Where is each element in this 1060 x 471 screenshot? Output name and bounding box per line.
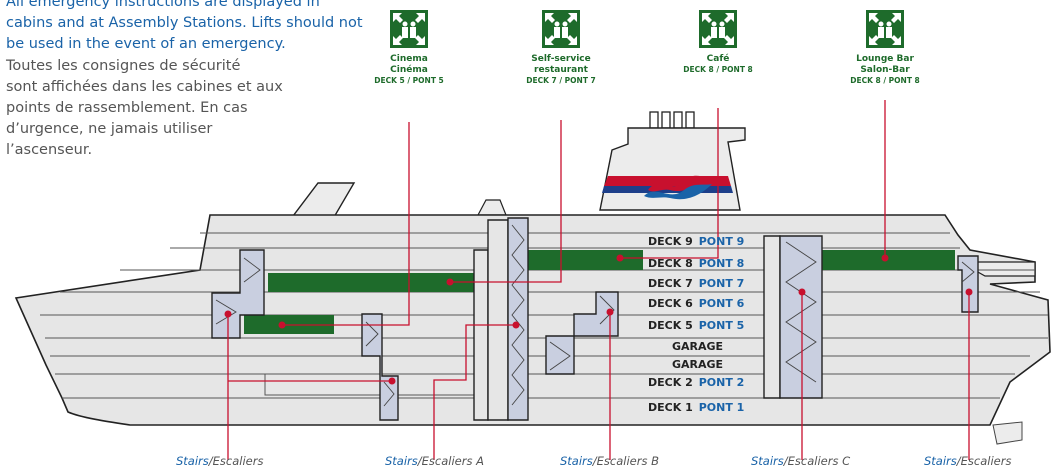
stairs-label-c: Stairs/Escaliers C xyxy=(751,454,850,468)
stairwell-main-flight xyxy=(507,217,529,421)
assembly-point-cafe: Café DECK 8 / PONT 8 xyxy=(643,10,793,75)
instructions-french-line: Toutes les consignes de sécurité xyxy=(6,58,241,74)
stairs-en: Stairs xyxy=(560,454,593,468)
funnel xyxy=(599,111,746,211)
leader-dots xyxy=(224,254,973,385)
deck-name-fr: PONT 2 xyxy=(698,376,745,389)
instructions-english: All emergency instructions are displayed… xyxy=(6,0,363,52)
assembly-point-name-fr: Cinéma xyxy=(390,65,428,75)
deck-label-8: DECK 8 PONT 8 xyxy=(648,257,744,270)
instructions-french-line: points de rassemblement. En cas xyxy=(6,100,248,116)
deck-name-fr: PONT 9 xyxy=(698,235,745,248)
stairwell-C-left xyxy=(763,235,781,399)
stairwell-1 xyxy=(211,249,265,339)
deck-label-7: DECK 7 PONT 7 xyxy=(648,277,744,290)
deck-name: DECK 1 xyxy=(648,401,693,414)
assembly-point-deck: DECK 8 / PONT 8 xyxy=(850,76,920,85)
deck-name-fr: PONT 1 xyxy=(698,401,745,414)
deck-name-fr: PONT 5 xyxy=(698,319,745,332)
assembly-point-icon xyxy=(542,10,580,48)
stairwell-main-left xyxy=(473,249,489,421)
assembly-point-restaurant: Self-service restaurant DECK 7 / PONT 7 xyxy=(486,10,636,86)
stairs-label-5: Stairs/Escaliers xyxy=(924,454,1011,468)
stairs-label-a: Stairs/Escaliers A xyxy=(385,454,484,468)
leader-lines xyxy=(227,100,970,460)
assembly-point-deck: DECK 7 / PONT 7 xyxy=(526,76,596,85)
deck-name: DECK 9 xyxy=(648,235,693,248)
deck-name: DECK 5 xyxy=(648,319,693,332)
deck-label-2: DECK 2 PONT 2 xyxy=(648,376,744,389)
stairs-en: Stairs xyxy=(176,454,209,468)
instructions-french-line: l’ascenseur. xyxy=(6,142,93,158)
safety-instructions: All emergency instructions are displayed… xyxy=(6,0,366,161)
stairs-fr: /Escaliers xyxy=(208,454,264,468)
assembly-point-cinema: Cinema Cinéma DECK 5 / PONT 5 xyxy=(334,10,484,86)
stairs-label-1: Stairs/Escaliers xyxy=(176,454,263,468)
deck-name-fr: PONT 7 xyxy=(698,277,745,290)
stairwell-main xyxy=(487,219,509,421)
assembly-point-name: Café xyxy=(706,54,730,64)
instructions-french: Toutes les consignes de sécurité sont af… xyxy=(6,56,366,161)
stairwells xyxy=(211,217,979,421)
stairwell-5 xyxy=(957,255,979,313)
deck-name-fr: PONT 6 xyxy=(698,297,745,310)
assembly-point-name: Cinema xyxy=(390,54,428,64)
instructions-french-line: sont affichées dans les cabines et aux xyxy=(6,79,283,95)
assembly-point-deck: DECK 8 / PONT 8 xyxy=(683,65,753,74)
assembly-point-name: Self-service xyxy=(531,54,591,64)
deck-name: DECK 2 xyxy=(648,376,693,389)
deck-label-9: DECK 9 PONT 9 xyxy=(648,235,744,248)
deck-name: DECK 7 xyxy=(648,277,693,290)
instructions-french-line: d’urgence, ne jamais utiliser xyxy=(6,121,213,137)
deck-label-1: DECK 1 PONT 1 xyxy=(648,401,744,414)
stairwell-C xyxy=(779,235,823,399)
deck-name-fr: PONT 8 xyxy=(698,257,745,270)
assembly-point-name: Lounge Bar xyxy=(856,54,914,64)
stairs-fr: /Escaliers xyxy=(956,454,1012,468)
stairs-letter: B xyxy=(651,454,660,468)
stairwell-B xyxy=(545,291,619,375)
deck-label-5: DECK 5 PONT 5 xyxy=(648,319,744,332)
stairs-label-b: Stairs/Escaliers B xyxy=(560,454,659,468)
stairs-en: Stairs xyxy=(924,454,957,468)
garage-label-lower: GARAGE xyxy=(672,358,724,371)
stairs-letter: C xyxy=(842,454,851,468)
deck-name: DECK 6 xyxy=(648,297,693,310)
assembly-point-lounge-bar: Lounge Bar Salon-Bar DECK 8 / PONT 8 xyxy=(810,10,960,86)
assembly-point-name-fr: Salon-Bar xyxy=(860,65,910,75)
assembly-point-icon xyxy=(699,10,737,48)
stairs-en: Stairs xyxy=(751,454,784,468)
assembly-point-icon xyxy=(390,10,428,48)
assembly-point-icon xyxy=(866,10,904,48)
assembly-point-name-fr: restaurant xyxy=(534,65,588,75)
stairs-fr: /Escaliers xyxy=(783,454,839,468)
deck-label-6: DECK 6 PONT 6 xyxy=(648,297,744,310)
stairs-en: Stairs xyxy=(385,454,418,468)
garage-label-upper: GARAGE xyxy=(672,340,724,353)
stairs-letter: A xyxy=(476,454,484,468)
deck-name: DECK 8 xyxy=(648,257,693,270)
stairs-fr: /Escaliers xyxy=(592,454,648,468)
hull xyxy=(14,214,1051,426)
stairs-fr: /Escaliers xyxy=(417,454,473,468)
assembly-point-deck: DECK 5 / PONT 5 xyxy=(374,76,444,85)
